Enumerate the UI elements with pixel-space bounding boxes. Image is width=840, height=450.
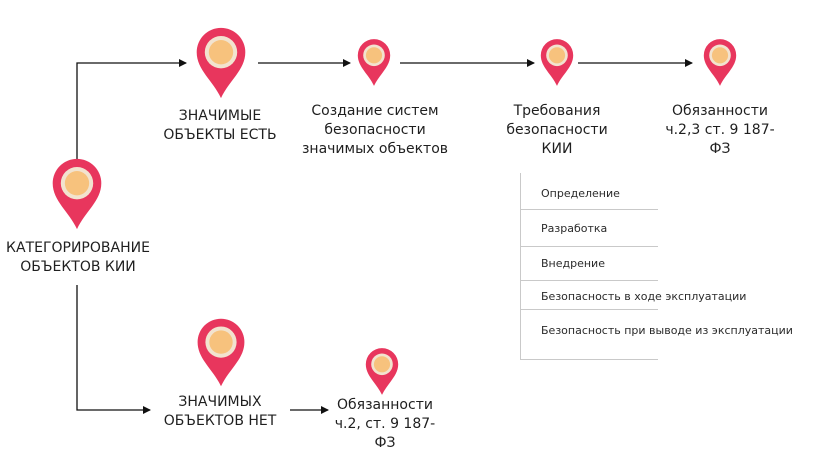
creation-label-line: Создание систем xyxy=(311,103,439,119)
map-pin-icon xyxy=(702,38,738,87)
connector-root-to-lower xyxy=(76,285,151,414)
lower-duties-label: Обязанности ч.2, ст. 9 187- ФЗ xyxy=(325,396,445,450)
map-pin-icon xyxy=(194,26,248,100)
connector-root-to-upper xyxy=(76,59,187,165)
creation-label: Создание систем безопасности значимых об… xyxy=(300,102,450,159)
creation-label-line: значимых объектов xyxy=(301,140,449,157)
map-pin-icon xyxy=(539,38,575,87)
step-item: Определение xyxy=(521,173,821,210)
root-label-line: ОБЪЕКТОВ КИИ xyxy=(20,258,136,275)
upper-duties-label-line: ФЗ xyxy=(709,140,731,157)
lower-duties-label-line: ФЗ xyxy=(374,434,396,450)
lower-duties-label-line: ч.2, ст. 9 187- xyxy=(334,415,436,432)
map-pin-icon xyxy=(50,157,104,231)
upper-start-label: ЗНАЧИМЫЕ ОБЪЕКТЫ ЕСТЬ xyxy=(150,107,290,145)
upper-duties-label-line: Обязанности xyxy=(672,103,768,119)
step-item: Безопасность в ходе эксплуатации xyxy=(521,281,821,310)
requirements-label: Требования безопасности КИИ xyxy=(497,102,617,159)
step-item: Внедрение xyxy=(521,247,821,281)
map-pin-icon xyxy=(364,347,400,396)
upper-start-label-line: ОБЪЕКТЫ ЕСТЬ xyxy=(163,126,277,143)
requirements-label-line: безопасности xyxy=(506,121,608,138)
requirements-label-line: Требования xyxy=(513,103,601,119)
lower-start-label-line: ОБЪЕКТОВ НЕТ xyxy=(163,412,277,429)
step-item: Разработка xyxy=(521,210,821,247)
lower-start-label-line: ЗНАЧИМЫХ xyxy=(178,394,262,410)
requirements-label-line: КИИ xyxy=(541,140,573,157)
root-label: КАТЕГОРИРОВАНИЕ ОБЪЕКТОВ КИИ xyxy=(0,239,156,277)
requirements-steps-list: Определение Разработка Внедрение Безопас… xyxy=(520,173,821,360)
lower-duties-label-line: Обязанности xyxy=(337,397,433,413)
map-pin-icon xyxy=(356,38,392,87)
creation-label-line: безопасности xyxy=(324,121,426,138)
upper-duties-label: Обязанности ч.2,3 ст. 9 187- ФЗ xyxy=(660,102,780,159)
lower-start-label: ЗНАЧИМЫХ ОБЪЕКТОВ НЕТ xyxy=(150,393,290,431)
step-item: Безопасность при выводе из эксплуатации xyxy=(521,310,821,360)
upper-duties-label-line: ч.2,3 ст. 9 187- xyxy=(665,121,775,138)
upper-start-label-line: ЗНАЧИМЫЕ xyxy=(178,108,262,124)
root-label-line: КАТЕГОРИРОВАНИЕ xyxy=(6,240,150,256)
map-pin-icon xyxy=(195,317,247,388)
